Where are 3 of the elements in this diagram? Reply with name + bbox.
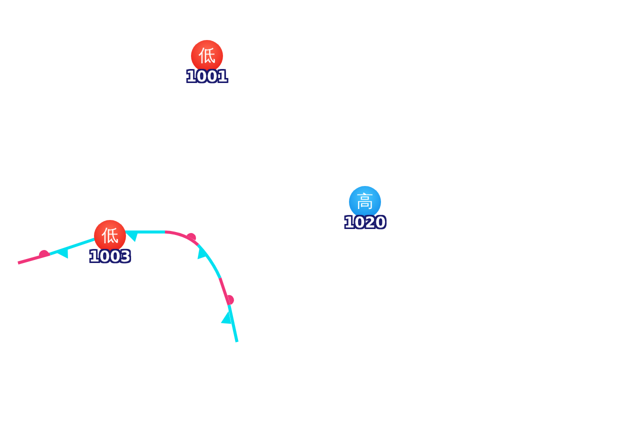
pressure-value: 1003 (89, 250, 131, 264)
pressure-value: 1001 (186, 70, 228, 84)
pressure-value: 1020 (344, 216, 386, 230)
